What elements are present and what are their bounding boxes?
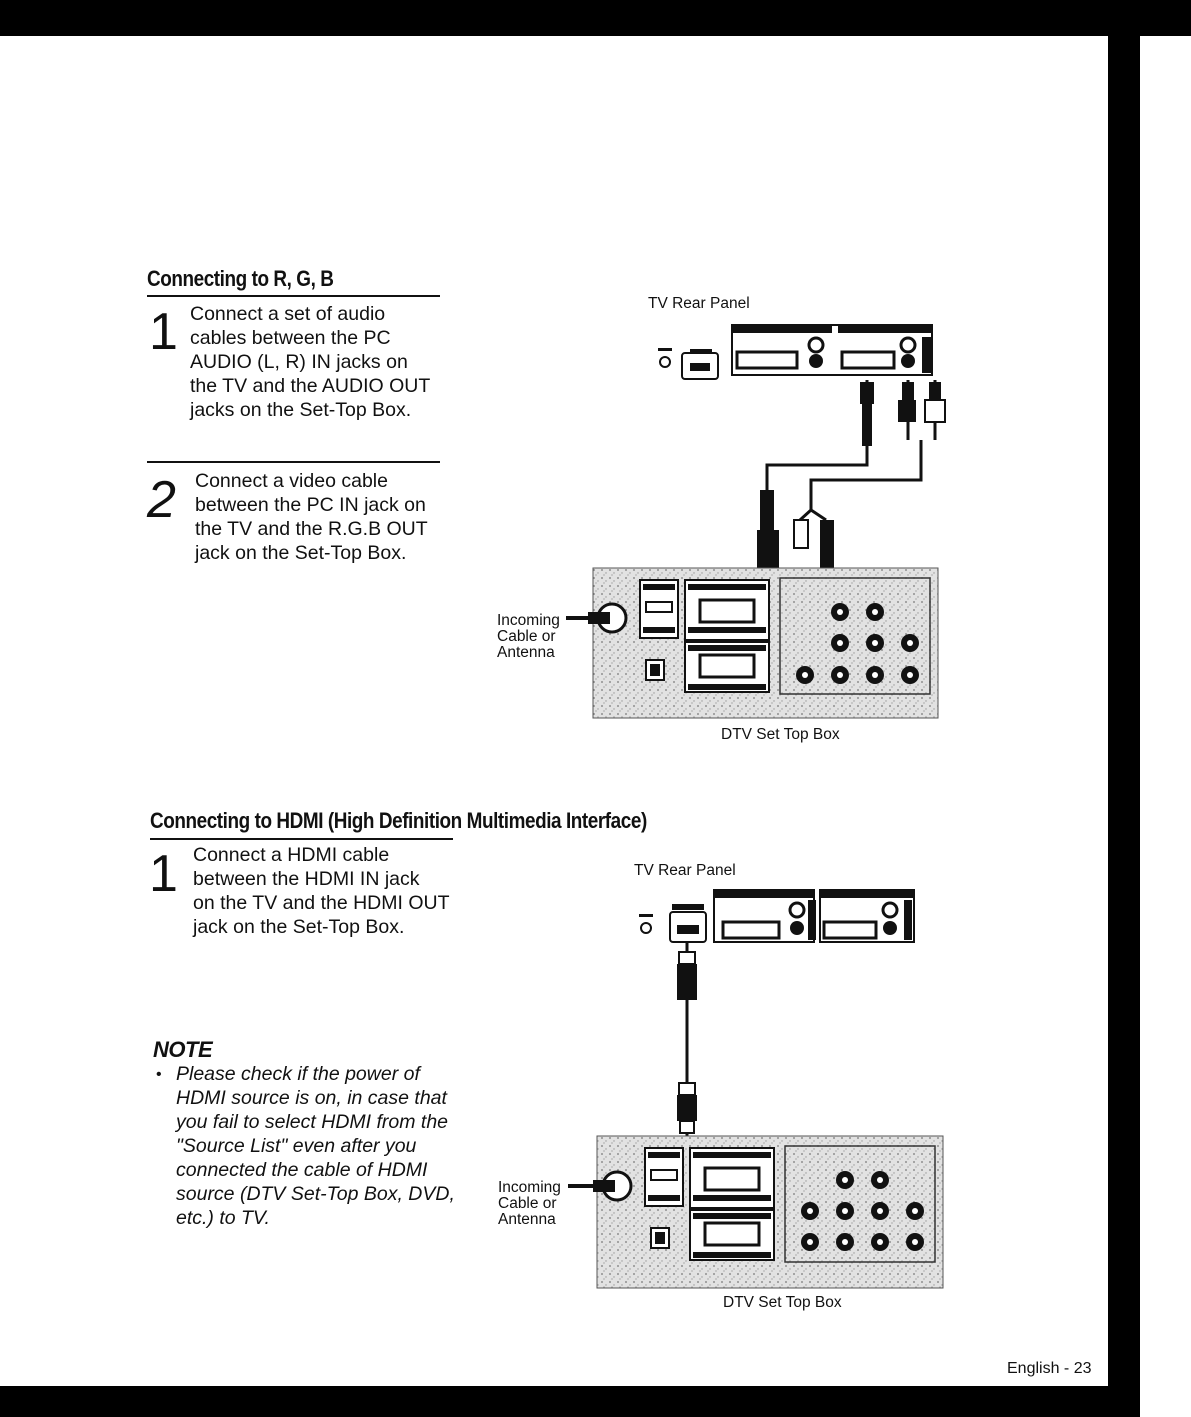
page-number: English - 23	[1007, 1360, 1092, 1377]
hdmi-tv-rear-panel	[639, 889, 915, 943]
hdmi-incoming-label: Incoming Cable or Antenna	[498, 1179, 561, 1228]
section-rgb-rule	[147, 295, 440, 297]
rgb-cable-plugs	[757, 382, 946, 568]
right-black-bar	[1108, 36, 1140, 1388]
note-bullet: •	[156, 1066, 162, 1083]
hdmi-tv-rear-panel-label: TV Rear Panel	[634, 862, 736, 879]
rgb-step2-rule	[147, 461, 440, 463]
rgb-incoming-label: Incoming Cable or Antenna	[497, 612, 560, 661]
rgb-step1-text: Connect a set of audio cables between th…	[190, 303, 431, 421]
rgb-tv-rear-panel-label: TV Rear Panel	[648, 295, 750, 312]
rgb-step1-number: 1	[149, 303, 178, 361]
note-text: Please check if the power of HDMI source…	[176, 1063, 455, 1229]
section-hdmi-heading: Connecting to HDMI (High Definition Mult…	[150, 808, 647, 833]
top-black-bar	[0, 0, 1191, 36]
section-hdmi-rule	[150, 838, 453, 840]
hdmi-step1-number: 1	[149, 845, 178, 903]
note-title: NOTE	[153, 1037, 213, 1062]
rgb-tv-rear-panel	[658, 324, 933, 380]
bottom-black-bar	[0, 1386, 1140, 1417]
rgb-dtv-box-label: DTV Set Top Box	[721, 726, 840, 743]
section-rgb-heading: Connecting to R, G, B	[147, 266, 334, 291]
rgb-step2-text: Connect a video cable between the PC IN …	[195, 470, 428, 564]
hdmi-dtv-box-label: DTV Set Top Box	[723, 1294, 842, 1311]
rgb-dtv-set-top-box	[566, 567, 939, 719]
rgb-step2-number: 2	[147, 471, 176, 529]
hdmi-dtv-set-top-box	[568, 1135, 944, 1289]
hdmi-step1-text: Connect a HDMI cable between the HDMI IN…	[193, 844, 450, 938]
